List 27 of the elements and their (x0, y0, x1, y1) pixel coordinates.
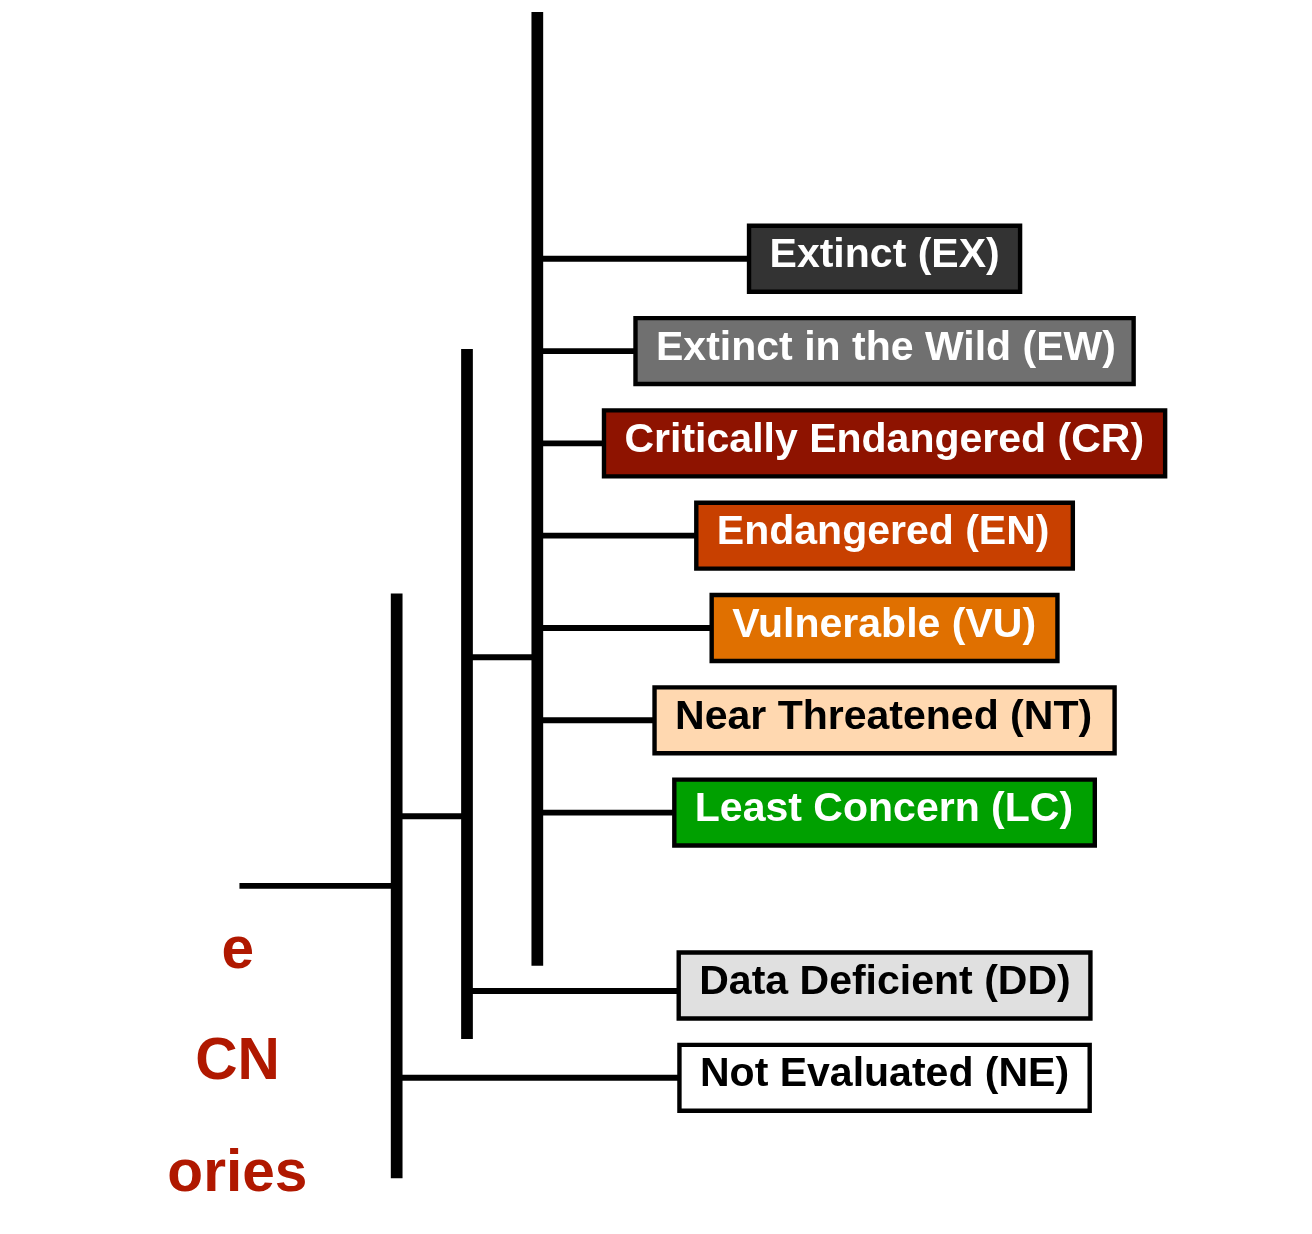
connector (470, 654, 534, 661)
node-box: Near Threatened (NT) (652, 685, 1117, 756)
node-box: Data Deficient (DD) (676, 950, 1093, 1021)
node-bar (390, 593, 403, 1179)
connector (541, 532, 697, 539)
connector (400, 813, 463, 820)
connector (541, 717, 655, 724)
label: ories (167, 1137, 308, 1203)
connector (541, 809, 675, 816)
node-box: Vulnerable (VU) (709, 592, 1060, 664)
connector (541, 625, 712, 631)
label: CN (195, 1026, 280, 1092)
connector (541, 255, 749, 262)
node-box: Extinct in the Wild (EW) (633, 315, 1136, 387)
connector (541, 440, 604, 447)
connector (400, 1074, 680, 1081)
connector (541, 348, 636, 354)
label: e (221, 914, 255, 980)
connector (471, 988, 679, 994)
node-bar (461, 348, 473, 1039)
node-box: Least Concern (LC) (672, 777, 1097, 848)
node-box: Not Evaluated (NE) (677, 1042, 1092, 1113)
node-box: Extinct (EX) (746, 223, 1023, 294)
connector (239, 882, 393, 889)
node-box: Critically Endangered (CR) (601, 408, 1168, 479)
node-bar (531, 11, 544, 966)
node-box: Endangered (EN) (694, 500, 1076, 571)
